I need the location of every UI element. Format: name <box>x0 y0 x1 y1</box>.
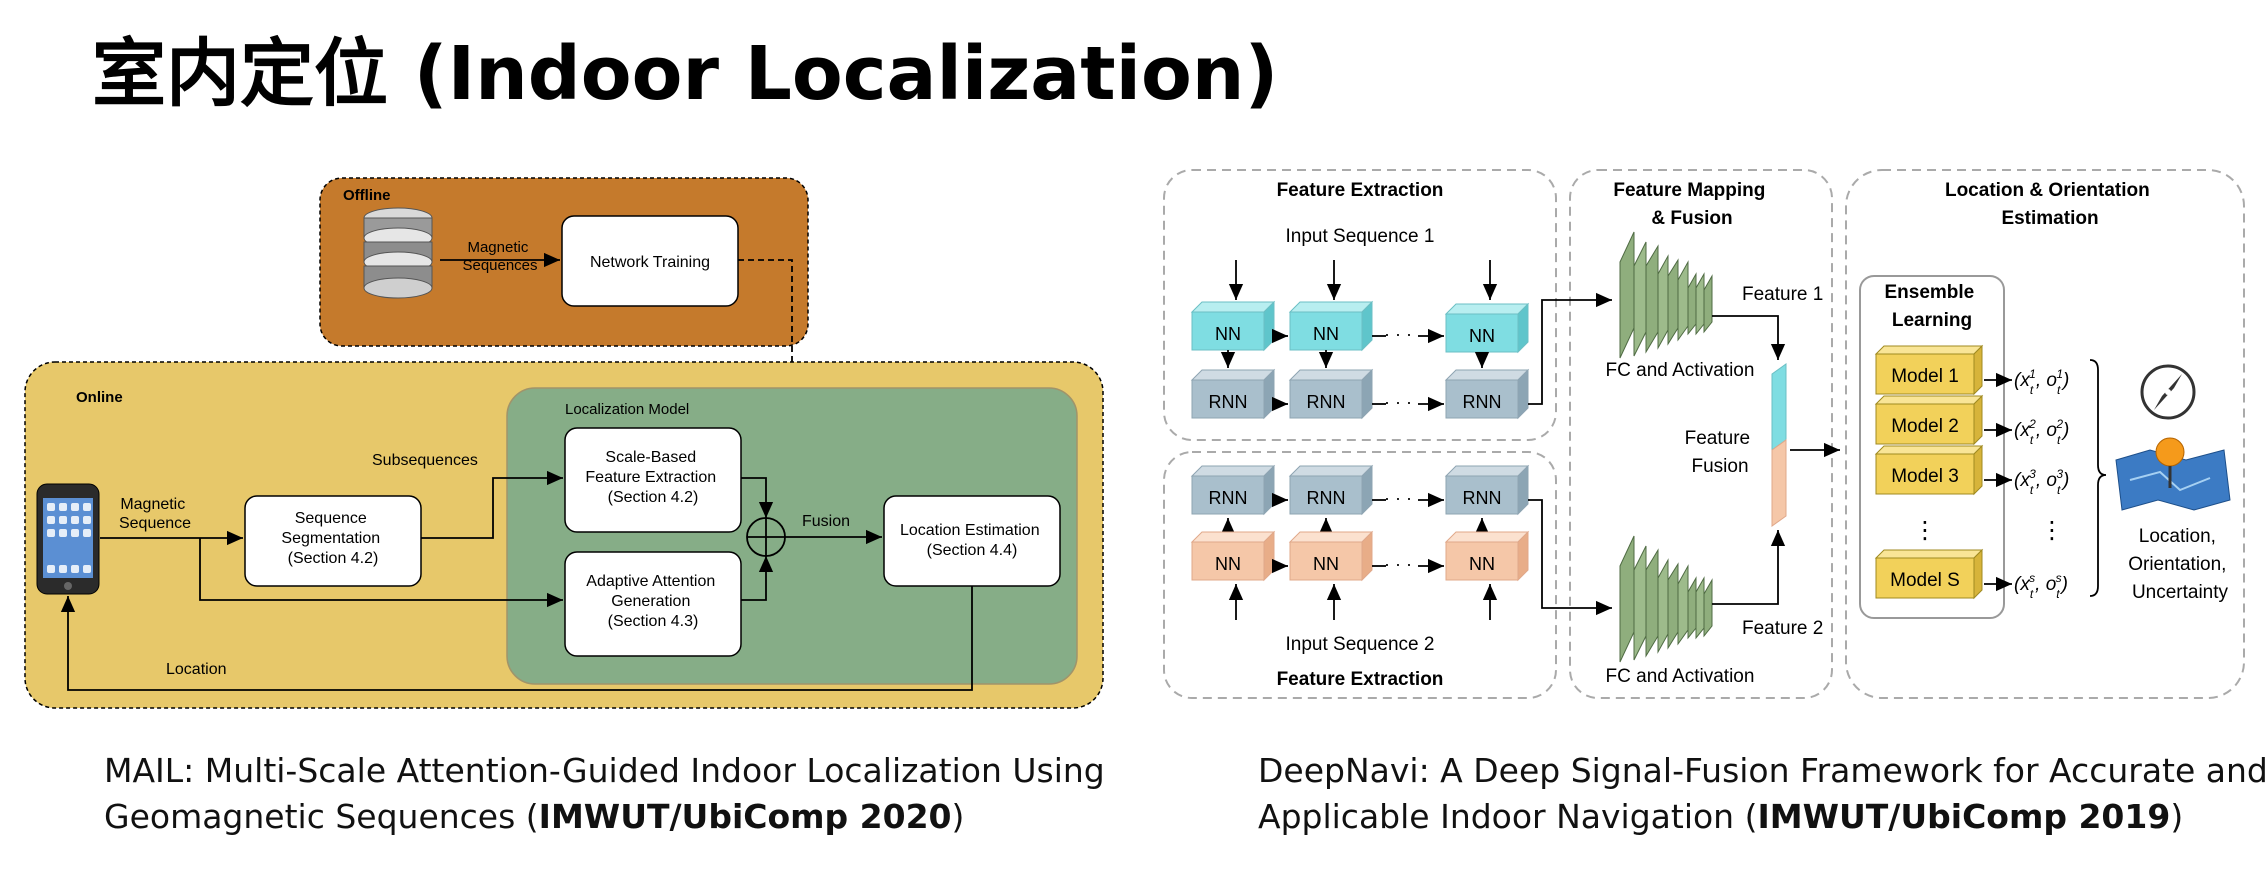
rnn-top-1: RNN <box>1209 392 1248 412</box>
phone-icon <box>36 483 100 595</box>
feature-2-label: Feature 2 <box>1742 618 1823 639</box>
fc-activation-top: FC and Activation <box>1606 360 1755 381</box>
online-label: Online <box>76 389 123 406</box>
location-estimation-box <box>883 495 1061 587</box>
rnn-bottom-3: RNN <box>1463 488 1502 508</box>
scale-based-box <box>564 427 742 533</box>
vdots-outputs: ⋮ <box>2040 517 2064 544</box>
localization-model-label: Localization Model <box>565 401 689 418</box>
result-label: Location, Orientation, Uncertainty <box>2128 526 2232 603</box>
deepnavi-caption-line-1: DeepNavi: A Deep Signal-Fusion Framework… <box>1258 751 2268 790</box>
sequence-segmentation-label: Sequence Segmentation (Section 4.2) <box>281 510 384 567</box>
rnn-bottom-1: RNN <box>1209 488 1248 508</box>
ellipsis-4: · · · <box>1384 554 1412 574</box>
model-3-label: Model 3 <box>1891 466 1959 487</box>
output-3: (xt3, ot3) <box>2014 467 2069 497</box>
adaptive-attention-label: Adaptive Attention Generation (Section 4… <box>586 573 719 630</box>
ellipsis-2: · · · <box>1384 392 1412 412</box>
model-2-label: Model 2 <box>1891 416 1959 437</box>
output-s: (xts, ots) <box>2014 571 2068 601</box>
deepnavi-caption-line-2: Applicable Indoor Navigation (IMWUT/UbiC… <box>1258 797 2184 836</box>
location-orientation-title: Location & Orientation Estimation <box>1945 180 2155 229</box>
mail-caption: MAIL: Multi-Scale Attention-Guided Indoo… <box>104 748 1105 840</box>
model-1-label: Model 1 <box>1891 366 1959 387</box>
ensemble-learning-label: Ensemble Learning <box>1884 282 1979 331</box>
input-sequence-2-label: Input Sequence 2 <box>1286 634 1435 655</box>
ellipsis-1: · · · <box>1384 324 1412 344</box>
feature-mapping-panel <box>1569 169 1833 699</box>
fusion-label: Fusion <box>802 513 850 530</box>
nn-top-1: NN <box>1215 324 1241 344</box>
ellipsis-3: · · · <box>1384 488 1412 508</box>
output-1: (xt1, ot1) <box>2014 367 2069 397</box>
rnn-top-2: RNN <box>1307 392 1346 412</box>
network-training-box <box>561 215 739 307</box>
feature-extraction-title-bottom: Feature Extraction <box>1277 669 1444 690</box>
rnn-bottom-2: RNN <box>1307 488 1346 508</box>
offline-label: Offline <box>343 187 391 204</box>
magnetic-sequences-label: Magnetic Sequences <box>462 239 537 274</box>
mail-venue: IMWUT/UbiComp 2020 <box>538 797 952 836</box>
feature-1-label: Feature 1 <box>1742 284 1823 305</box>
deepnavi-diagram: Feature Extraction Input Sequence 1 NN N… <box>1163 169 2245 699</box>
feature-extraction-title-top: Feature Extraction <box>1277 180 1444 201</box>
map-pin-icon <box>2115 437 2231 511</box>
location-estimation-label: Location Estimation (Section 4.4) <box>900 522 1044 559</box>
feature-fusion-label: Feature Fusion <box>1685 428 1756 477</box>
scale-based-label: Scale-Based Feature Extraction (Section … <box>585 449 720 506</box>
location-estimation-panel <box>1845 169 2245 699</box>
output-brace <box>2089 359 2107 597</box>
adaptive-attention-box <box>564 551 742 657</box>
deepnavi-venue: IMWUT/UbiComp 2019 <box>1757 797 2171 836</box>
subsequences-label: Subsequences <box>372 452 478 469</box>
fusion-icon <box>746 517 786 557</box>
nn-top-2: NN <box>1313 324 1339 344</box>
nn-bottom-1: NN <box>1215 554 1241 574</box>
page-title: 室内定位 (Indoor Localization) <box>92 31 1279 117</box>
mail-caption-line-2: Geomagnetic Sequences (IMWUT/UbiComp 202… <box>104 797 965 836</box>
input-sequence-1-label: Input Sequence 1 <box>1286 226 1435 247</box>
vdots-models: ⋮ <box>1913 517 1937 544</box>
feature-extraction-panel-bottom <box>1163 451 1557 699</box>
deepnavi-caption: DeepNavi: A Deep Signal-Fusion Framework… <box>1258 748 2268 840</box>
output-2: (xt2, ot2) <box>2014 417 2069 447</box>
compass-icon <box>2140 364 2196 420</box>
ensemble-learning-box <box>1859 275 2005 619</box>
nn-bottom-3: NN <box>1469 554 1495 574</box>
nn-bottom-2: NN <box>1313 554 1339 574</box>
magnetic-sequence-label: Magnetic Sequence <box>119 496 191 532</box>
nn-top-3: NN <box>1469 326 1495 346</box>
database-icon <box>363 207 433 299</box>
feature-extraction-panel-top <box>1163 169 1557 441</box>
sequence-segmentation-box <box>244 495 422 587</box>
network-training-label: Network Training <box>590 254 710 271</box>
feature-fusion-bar <box>1771 363 1787 527</box>
mail-caption-line-1: MAIL: Multi-Scale Attention-Guided Indoo… <box>104 751 1105 790</box>
location-label: Location <box>166 661 227 678</box>
feature-mapping-title: Feature Mapping & Fusion <box>1613 180 1770 229</box>
model-s-label: Model S <box>1890 570 1960 591</box>
mail-diagram: Offline Magnetic Sequences Network Train… <box>24 177 1104 709</box>
fc-activation-bottom: FC and Activation <box>1606 666 1755 687</box>
rnn-top-3: RNN <box>1463 392 1502 412</box>
